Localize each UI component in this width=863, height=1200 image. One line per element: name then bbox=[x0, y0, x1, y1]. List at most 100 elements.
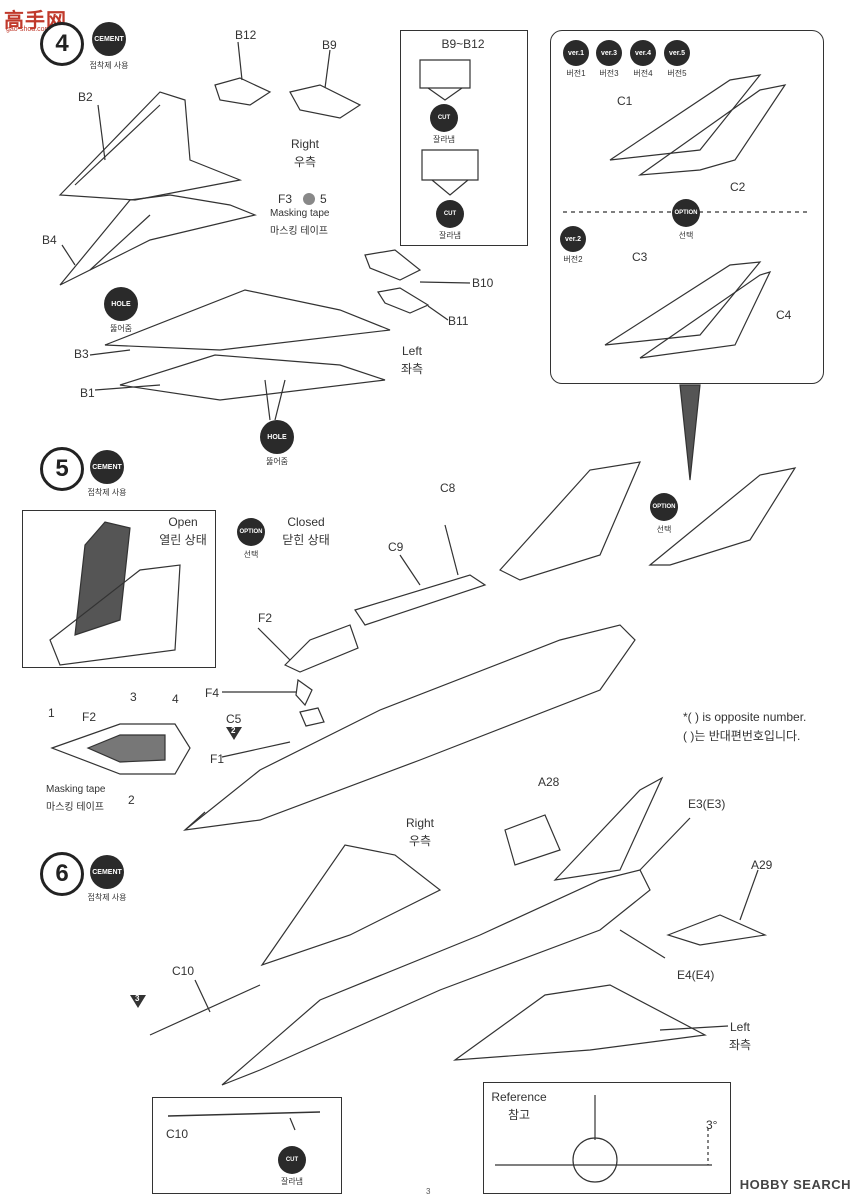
cut-instruction-box bbox=[400, 30, 528, 246]
c10-cut-box bbox=[152, 1097, 342, 1194]
option-badge: OPTION bbox=[672, 199, 700, 227]
cement-badge-6: CEMENT bbox=[90, 855, 124, 889]
option-caption-5: 선택 bbox=[243, 550, 259, 559]
tail-c1-c2 bbox=[609, 74, 787, 176]
tail-fin-step5 bbox=[499, 461, 641, 581]
part-label-f3: F3 bbox=[278, 192, 293, 206]
closed-label: Closed bbox=[287, 515, 325, 529]
left-label: Left bbox=[401, 344, 423, 358]
hole-caption-2: 뚫어줌 bbox=[265, 457, 289, 466]
part-label-c5: C5 bbox=[226, 712, 242, 726]
option-badge-5: OPTION bbox=[237, 518, 265, 546]
cut-box-title: B9~B12 bbox=[441, 37, 485, 51]
part-a29-stabilizer bbox=[666, 914, 768, 946]
version-options-box bbox=[550, 30, 824, 384]
part-f2-canopy bbox=[283, 624, 359, 673]
part-b2-wing-upper-right bbox=[58, 91, 243, 201]
step-number-5: 5 bbox=[40, 447, 84, 491]
open-label-kr: 열린 상태 bbox=[159, 533, 207, 547]
part-label-b11: B11 bbox=[448, 314, 469, 328]
paint-swatch-icon bbox=[303, 193, 315, 205]
canopy-masking-label-kr: 마스킹 테이프 bbox=[46, 802, 104, 813]
wing-right-step6 bbox=[260, 844, 442, 967]
version-badge-2: ver.2 bbox=[560, 226, 586, 252]
part-label-b9: B9 bbox=[322, 38, 337, 52]
canopy-masking-label: Masking tape bbox=[46, 784, 106, 795]
masking-tape-label: Masking tape bbox=[270, 208, 330, 219]
version-caption-3: 버전3 bbox=[599, 69, 619, 78]
cut-caption-2: 잘라냄 bbox=[438, 231, 462, 240]
left-label-6: Left bbox=[729, 1020, 751, 1034]
part-label-b3: B3 bbox=[74, 347, 89, 361]
paint-ref-number: 2 bbox=[231, 726, 236, 735]
reference-box bbox=[483, 1082, 731, 1194]
version-badge-5: ver.5 bbox=[664, 40, 690, 66]
left-label-kr-6: 좌측 bbox=[728, 1038, 752, 1052]
part-label-c9: C9 bbox=[388, 540, 404, 554]
paint-ref-triangle-icon bbox=[226, 727, 242, 740]
hole-caption: 뚫어줌 bbox=[109, 324, 133, 333]
masking-tape-label-kr: 마스킹 테이프 bbox=[270, 226, 328, 237]
part-label-f1: F1 bbox=[210, 752, 225, 766]
version-caption-4: 버전4 bbox=[633, 69, 653, 78]
part-label-b1: B1 bbox=[80, 386, 95, 400]
right-label: Right bbox=[290, 137, 320, 151]
cut-caption-6: 잘라냄 bbox=[280, 1177, 304, 1186]
reference-front-view bbox=[495, 1095, 712, 1183]
part-b11-flap bbox=[377, 287, 430, 314]
part-f4 bbox=[295, 678, 313, 707]
tail-fin-option bbox=[648, 467, 797, 566]
canopy-detail-2: 2 bbox=[128, 793, 135, 807]
part-c8-pitot bbox=[444, 524, 459, 576]
cement-caption-6: 접착제 사용 bbox=[87, 893, 127, 902]
part-b12-flap bbox=[214, 77, 272, 106]
opposite-number-note-kr: ( )는 반대편번호입니다. bbox=[683, 729, 801, 743]
part-c10-probe bbox=[149, 984, 261, 1036]
part-label-e4: E4(E4) bbox=[677, 968, 715, 982]
canopy-detail-1: 1 bbox=[48, 706, 55, 720]
cement-caption-5: 접착제 사용 bbox=[87, 488, 127, 497]
cut-caption: 잘라냄 bbox=[432, 135, 456, 144]
aircraft-fuselage-step5 bbox=[182, 624, 636, 831]
version-caption-1: 버전1 bbox=[566, 69, 586, 78]
option-badge-tail: OPTION bbox=[650, 493, 678, 521]
open-canopy-drawing bbox=[49, 521, 181, 666]
version-badge-4: ver.4 bbox=[630, 40, 656, 66]
version-caption-2: 버전2 bbox=[563, 255, 583, 264]
option-caption: 선택 bbox=[678, 231, 694, 240]
paint-ref-number-6: 3 bbox=[135, 994, 140, 1003]
hole-badge: HOLE bbox=[104, 287, 138, 321]
aircraft-fuselage-step6 bbox=[221, 776, 664, 1086]
version-caption-5: 버전5 bbox=[667, 69, 687, 78]
left-label-kr: 좌측 bbox=[400, 362, 424, 376]
part-label-c10: C10 bbox=[172, 964, 195, 978]
canopy-masking-detail bbox=[50, 723, 191, 775]
part-c5 bbox=[299, 707, 325, 727]
part-label-c8: C8 bbox=[440, 481, 456, 495]
cut-badge-6: CUT bbox=[278, 1146, 306, 1174]
reference-label-kr: 참고 bbox=[507, 1108, 531, 1122]
part-b10-flap bbox=[364, 249, 422, 281]
part-label-b10: B10 bbox=[472, 276, 494, 290]
step-number-4: 4 bbox=[40, 22, 84, 66]
canopy-detail-f2: F2 bbox=[82, 710, 97, 724]
right-label-6: Right bbox=[405, 816, 435, 830]
opposite-number-note: *( ) is opposite number. bbox=[683, 710, 807, 724]
part-label-b2: B2 bbox=[78, 90, 93, 104]
site-logo-url: gao-shou.com bbox=[6, 26, 51, 33]
hole-badge-2: HOLE bbox=[260, 420, 294, 454]
right-label-kr: 우측 bbox=[293, 155, 317, 169]
angle-label: 3° bbox=[706, 1118, 718, 1132]
canopy-detail-4: 4 bbox=[172, 692, 179, 706]
cement-caption: 접착제 사용 bbox=[89, 61, 129, 70]
part-b4-wing-lower-right bbox=[59, 194, 257, 286]
wing-left-step6 bbox=[452, 984, 707, 1061]
part-label-b12: B12 bbox=[235, 28, 257, 42]
cut-badge-2: CUT bbox=[436, 200, 464, 228]
part-label-c4: C4 bbox=[776, 308, 792, 322]
hobby-search-watermark: HOBBY SEARCH bbox=[739, 1177, 851, 1192]
reference-label: Reference bbox=[491, 1090, 547, 1104]
part-label-f4: F4 bbox=[205, 686, 220, 700]
paint-ref-triangle-icon-6 bbox=[130, 995, 146, 1008]
part-label-a28: A28 bbox=[538, 775, 560, 789]
